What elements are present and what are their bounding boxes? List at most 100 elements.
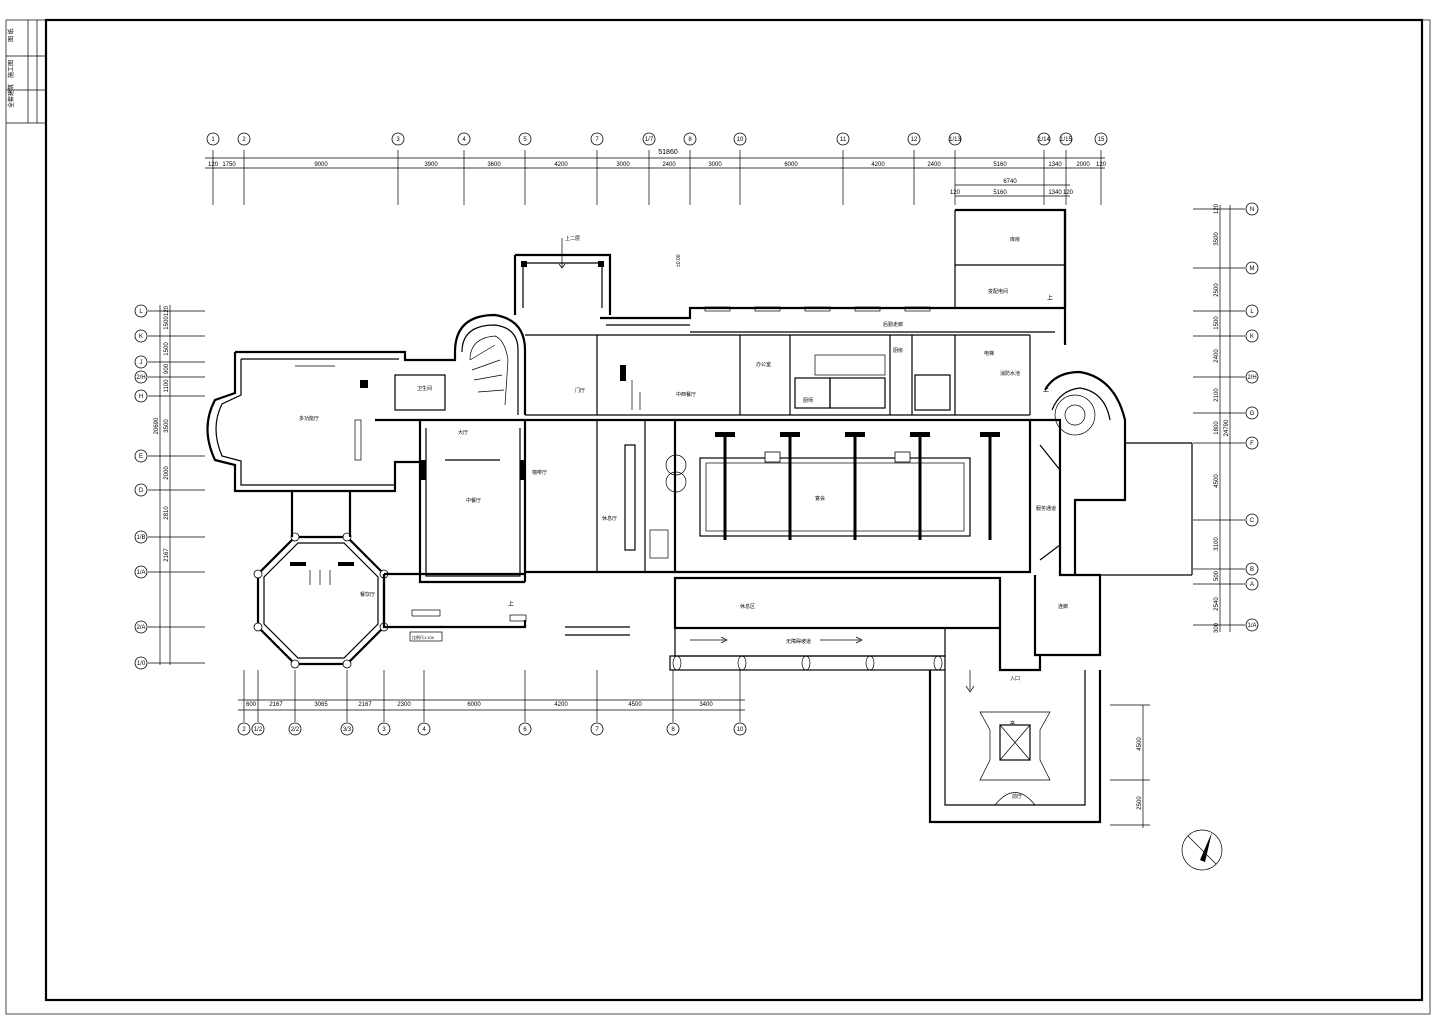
axis-left-10: 1/0 xyxy=(137,661,146,667)
elevation-tag: ±0.00 xyxy=(676,254,682,267)
axis-bottom-2: 2/2 xyxy=(291,727,300,733)
axis-left-2: J xyxy=(140,360,143,366)
sheet-outer-border xyxy=(5,19,1431,1015)
sheet-inner-border xyxy=(44,18,1424,1002)
dim-top-0: 120 xyxy=(208,162,219,168)
axis-right-8: B xyxy=(1250,567,1254,573)
room-equipment: 变配电间 xyxy=(988,288,1008,295)
axis-left-3: 2/H xyxy=(136,375,145,381)
room-office: 办公室 xyxy=(756,361,771,368)
central-left-block xyxy=(375,418,675,629)
axis-bubbles-top: 1 2 3 4 5 7 1/7 8 10 11 12 1/13 1/14 1/1… xyxy=(206,132,1108,146)
axis-left-0: L xyxy=(139,309,143,315)
dim-right-0: 120 xyxy=(1214,203,1220,214)
service-rooms: 门厅 中西餐厅 办公室 厨房 厨师 卫生间 电梯 消防水池 xyxy=(394,334,1031,416)
curved-stair-west xyxy=(453,313,527,415)
axis-right-1: M xyxy=(1250,266,1255,272)
middle-zone: 大厅 中餐厅 咖啡厅 休息厅 多功能厅 餐饮厅 xyxy=(299,415,687,636)
axis-bottom-7: 7 xyxy=(595,727,599,733)
dim-right-2: 2500 xyxy=(1214,283,1220,297)
axis-right-10: 1/A xyxy=(1247,623,1256,629)
dim-right-6: 1800 xyxy=(1214,421,1220,435)
entrance-wing: 入口 亭 前厅 xyxy=(928,628,1102,824)
dim-left-1: 1500 xyxy=(164,316,170,330)
axis-top-13: 1/15 xyxy=(1060,137,1072,143)
axis-bottom-3: 3/3 xyxy=(343,727,352,733)
dim-ent-0: 4500 xyxy=(1137,737,1143,751)
dim-top-5: 4200 xyxy=(554,162,568,168)
dimension-bottom: 600 2167 3065 2167 2300 6000 4200 4500 3… xyxy=(238,670,745,722)
room-hall-center: 中餐厅 xyxy=(466,497,481,504)
up-marker-2: 上 xyxy=(1043,386,1049,394)
axis-top-6: 1/7 xyxy=(645,137,654,143)
room-court-note: 服务通道 xyxy=(1036,505,1056,512)
axis-top-4: 5 xyxy=(523,137,527,143)
room-lobby: 门厅 xyxy=(575,387,585,394)
room-washroom: 卫生间 xyxy=(417,385,432,392)
axis-right-3: K xyxy=(1250,334,1254,340)
dim-right-9: 500 xyxy=(1214,570,1220,581)
dim-sub-3: 1340 xyxy=(1048,190,1062,196)
dim-left-5: 3500 xyxy=(164,419,170,433)
room-storage-ne: 库房 xyxy=(1010,236,1020,243)
dim-bot-6: 4200 xyxy=(554,702,568,708)
room-fire: 消防水池 xyxy=(1000,370,1020,377)
title-cell-3: 图 纸 xyxy=(7,28,15,42)
room-link: 连廊 xyxy=(1058,603,1068,610)
room-dining-pav: 餐饮厅 xyxy=(360,591,375,598)
banquet-hall: 宴会 xyxy=(673,418,1032,574)
axis-right-5: G xyxy=(1250,411,1255,417)
dim-top-9: 6000 xyxy=(784,162,798,168)
dim-bot-7: 4500 xyxy=(628,702,642,708)
axis-left-4: H xyxy=(139,394,143,400)
top-tower: 上二层 ±0.00 xyxy=(513,235,682,315)
axis-right-6: F xyxy=(1250,441,1254,447)
dim-right-7: 4500 xyxy=(1214,474,1220,488)
room-banquet: 宴会 xyxy=(815,495,825,502)
west-hall xyxy=(206,350,457,493)
dim-right-1: 3500 xyxy=(1214,232,1220,246)
room-hall-left: 大厅 xyxy=(458,429,468,436)
axis-bottom-0: 2 xyxy=(242,727,246,733)
dim-bot-2: 3065 xyxy=(314,702,328,708)
axis-left-8: 1/A xyxy=(136,570,145,576)
axis-top-11: 1/13 xyxy=(949,137,961,143)
dimension-left: 120 1500 1500 900 1100 3500 2000 2810 21… xyxy=(148,305,205,665)
room-corridor-n: 后勤走廊 xyxy=(883,321,903,328)
room-reading: 休息厅 xyxy=(602,515,617,522)
axis-right-2: L xyxy=(1250,309,1254,315)
dimension-top: 51860 120 1750 9000 3900 3600 4200 3000 … xyxy=(205,149,1107,205)
axis-top-3: 4 xyxy=(462,137,466,143)
axis-right-0: N xyxy=(1250,207,1254,213)
axis-right-9: A xyxy=(1250,582,1254,588)
stair-up-label: 上二层 xyxy=(565,235,580,242)
dim-left-0: 120 xyxy=(164,305,170,316)
east-block: 连廊 服务通道 xyxy=(1030,370,1193,657)
dim-sub-0: 6740 xyxy=(1003,179,1017,185)
axis-left-9: 2/A xyxy=(136,625,145,631)
axis-top-0: 1 xyxy=(211,137,215,143)
dim-top-13: 1340 xyxy=(1048,162,1062,168)
axis-top-9: 11 xyxy=(840,137,847,143)
axis-top-2: 3 xyxy=(396,137,400,143)
dim-top-3: 3900 xyxy=(424,162,438,168)
room-pavilion: 亭 xyxy=(1010,720,1015,727)
dim-ent-1: 2500 xyxy=(1137,796,1143,810)
dim-left-7: 2810 xyxy=(164,506,170,520)
axis-bottom-9: 10 xyxy=(737,727,744,733)
dim-left-6: 2000 xyxy=(164,466,170,480)
dimension-right: 120 3500 2500 1500 2400 2100 1800 4500 3… xyxy=(1193,203,1245,633)
dim-right-10: 2540 xyxy=(1214,597,1220,611)
up-marker-1: 上 xyxy=(508,600,514,608)
dim-right-3: 1500 xyxy=(1214,316,1220,330)
axis-bubbles-bottom: 2 1/2 2/2 3/3 3 4 6 7 8 10 xyxy=(237,722,747,736)
room-kitchen: 厨房 xyxy=(893,347,903,354)
axis-top-12: 1/14 xyxy=(1038,137,1050,143)
dim-top-15: 120 xyxy=(1096,162,1107,168)
axis-top-1: 2 xyxy=(242,137,246,143)
axis-left-6: D xyxy=(139,488,144,494)
room-lounge: 咖啡厅 xyxy=(532,469,547,476)
up-markers: 上 上 上 xyxy=(508,294,1053,608)
dim-sub-1: 120 xyxy=(950,190,961,196)
